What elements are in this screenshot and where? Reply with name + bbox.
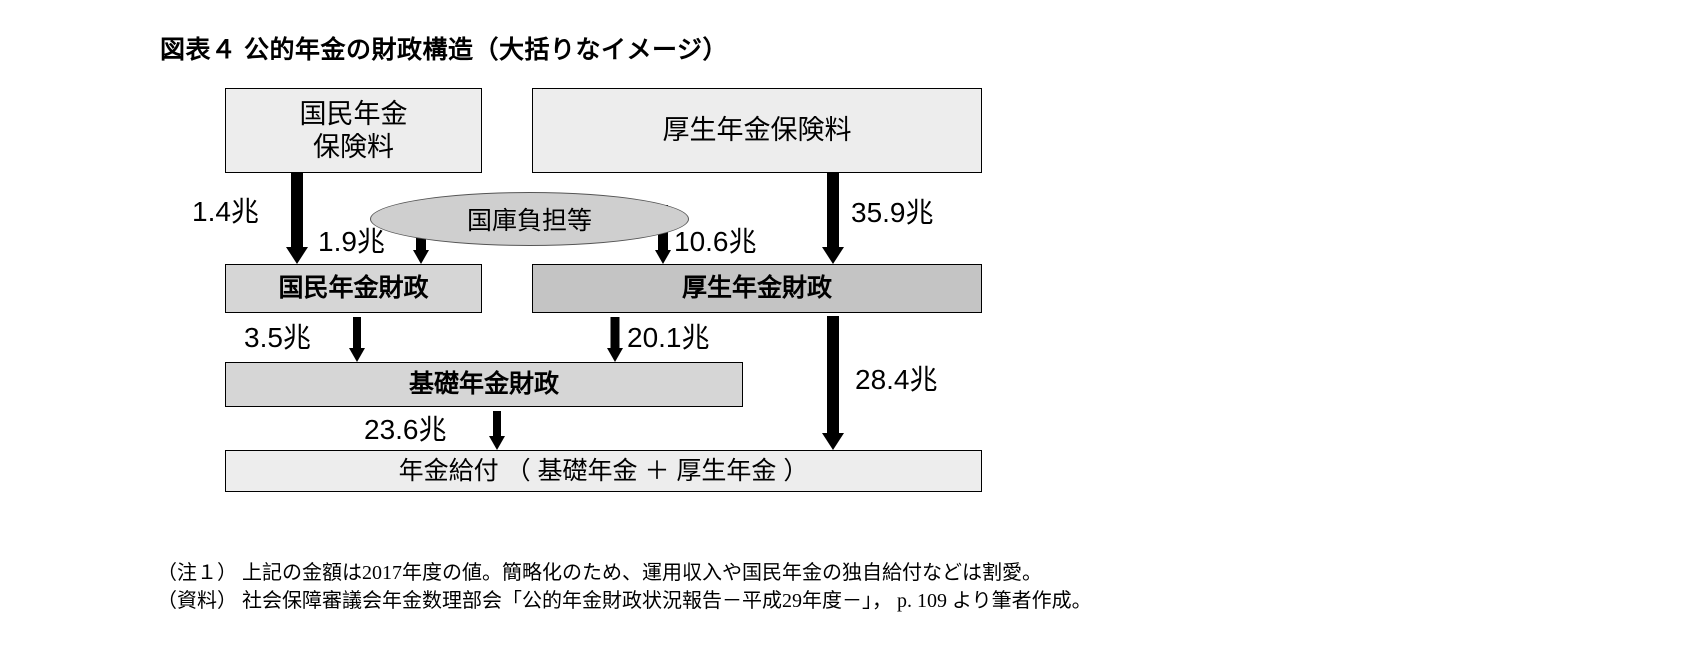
box-national-pension-finance: 国民年金財政 [225, 264, 482, 313]
box-national-pension-premium: 国民年金 保険料 [225, 88, 482, 173]
flow-label-1: 1.4兆 [192, 196, 259, 227]
box-employees-pension-premium: 厚生年金保険料 [532, 88, 982, 173]
flow-label-4: 35.9兆 [851, 197, 934, 228]
flow-label-2: 1.9兆 [318, 226, 385, 257]
note-line-1: （注１） 上記の金額は2017年度の値。簡略化のため、運用収入や国民年金の独自給… [157, 562, 1042, 584]
box-employees-pension-finance: 厚生年金財政 [532, 264, 982, 313]
flow-label-3: 10.6兆 [674, 226, 757, 257]
ellipse-treasury-burden: 国庫負担等 [370, 192, 689, 246]
flow-label-6: 20.1兆 [627, 322, 710, 353]
note-line-2: （資料） 社会保障審議会年金数理部会「公的年金財政状況報告－平成29年度－」， … [157, 590, 1092, 612]
flow-label-8: 23.6兆 [364, 414, 447, 445]
box-basic-pension-finance: 基礎年金財政 [225, 362, 743, 407]
flow-label-7: 28.4兆 [855, 364, 938, 395]
flow-label-5: 3.5兆 [244, 322, 311, 353]
box-pension-benefits: 年金給付 （ 基礎年金 ＋ 厚生年金 ） [225, 450, 982, 492]
figure-title: 図表４ 公的年金の財政構造（大括りなイメージ） [160, 36, 728, 64]
